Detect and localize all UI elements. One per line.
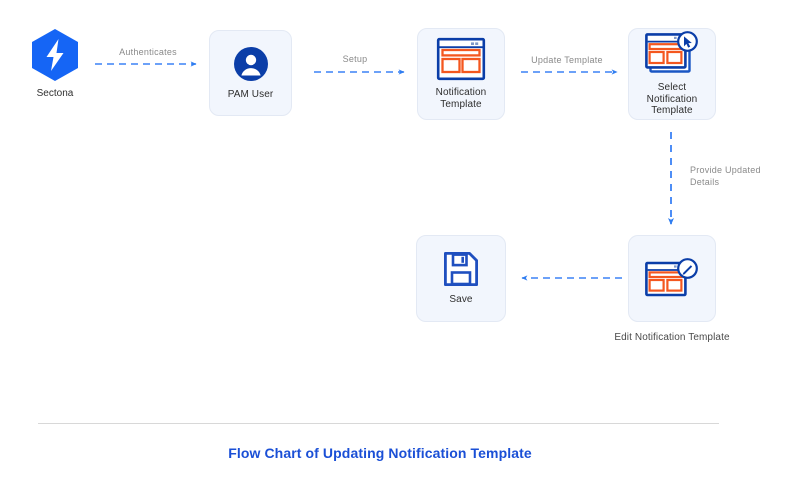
page-title: Flow Chart of Updating Notification Temp…	[228, 445, 532, 461]
edge-label-setup: Setup	[342, 54, 368, 64]
node-label-sectona: Sectona	[36, 88, 74, 99]
node-label-pam-user: PAM User	[227, 88, 274, 100]
edge-label-authenticates: Authenticates	[119, 47, 177, 57]
edge-label-provide-updated-details: Provide Updated Details	[690, 165, 761, 187]
node-save[interactable]: Save	[416, 235, 506, 322]
node-edit-notification-template[interactable]	[628, 235, 716, 322]
edit-template-pencil-icon	[645, 257, 699, 301]
divider	[38, 423, 719, 424]
node-label-select-notification-template: Select Notification Template	[646, 82, 698, 117]
node-notification-template[interactable]: Notification Template	[417, 28, 505, 120]
select-template-cursor-icon	[645, 31, 699, 75]
sectona-hexagon-bolt-icon	[28, 28, 82, 82]
edge-label-update-template: Update Template	[531, 55, 603, 65]
template-window-icon	[436, 37, 486, 81]
user-avatar-icon	[233, 46, 269, 82]
node-select-notification-template[interactable]: Select Notification Template	[628, 28, 716, 120]
floppy-disk-save-icon	[443, 251, 479, 287]
node-sectona[interactable]: Sectona	[28, 28, 82, 104]
node-label-notification-template: Notification Template	[435, 87, 487, 110]
node-pam-user[interactable]: PAM User	[209, 30, 292, 116]
node-label-edit-notification-template: Edit Notification Template	[614, 332, 730, 343]
node-label-save: Save	[449, 294, 473, 306]
